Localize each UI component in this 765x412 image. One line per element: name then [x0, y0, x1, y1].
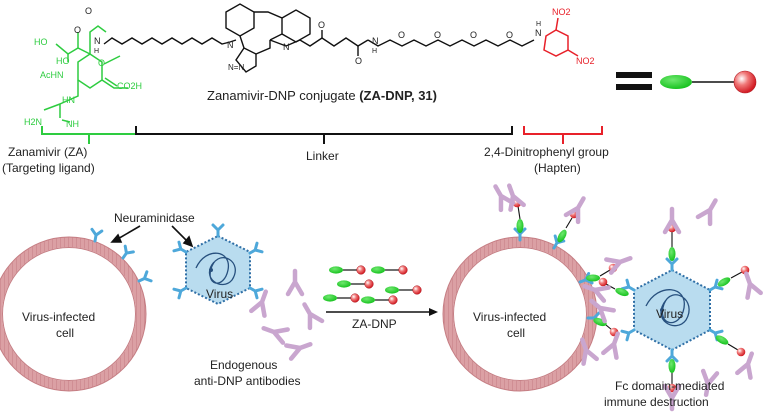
process-arrow [326, 308, 438, 316]
cell-right-label1: Virus-infected [473, 310, 546, 324]
atom-o-amide1: O [318, 20, 325, 30]
virus-left [172, 223, 264, 306]
atom-nh-mid: N [372, 36, 379, 46]
virus-right-label: Virus [656, 307, 683, 321]
molecule-title: Zanamivir-DNP conjugate (ZA-DNP, 31) [207, 88, 437, 103]
atom-triazole-label: N=N [228, 63, 244, 72]
dnp-sublabel: (Hapten) [534, 161, 581, 175]
atom-h2n: H2N [24, 117, 42, 127]
atom-nh-mid-h: H [372, 48, 377, 55]
atom-nh-left-h: H [94, 48, 99, 55]
equals-sign [616, 72, 652, 90]
dnp-structure [543, 17, 579, 57]
atom-ring-oxygen: O [98, 58, 105, 68]
dnp-bracket [523, 126, 603, 144]
cell-right-label2: cell [507, 326, 525, 340]
atom-nh-right-h: H [536, 21, 541, 28]
atom-ring-o: O [74, 25, 81, 35]
fc-label1: Fc domain-mediated [615, 379, 724, 393]
linker-label: Linker [306, 149, 339, 163]
virus-left-label: Virus [206, 287, 233, 301]
atom-no2-top: NO2 [552, 7, 571, 17]
zanamivir-structure [43, 25, 128, 123]
atom-co2h: CO2H [117, 81, 142, 91]
dnp-atoms: NO2 NO2 [552, 7, 595, 66]
atom-o-ether4: O [506, 30, 513, 40]
atom-acnh: AcHN [40, 70, 64, 80]
cell-left-label1: Virus-infected [22, 310, 95, 324]
atom-nh-right: N [535, 28, 542, 38]
arrow-label: ZA-DNP [352, 317, 397, 331]
conjugate-pool [322, 265, 422, 305]
atom-n-amide: N [283, 42, 290, 52]
atom-ho2: HO [56, 56, 70, 66]
atom-ho1: HO [34, 37, 48, 47]
linker-atoms: N N=N N O O N H O O O O N H [227, 20, 542, 72]
infected-cell-left [0, 236, 147, 392]
cell-left-label2: cell [56, 326, 74, 340]
atom-carbonyl-o: O [85, 6, 92, 16]
antibodies-label1: Endogenous [210, 358, 277, 372]
atom-n-triazole: N [227, 40, 234, 50]
free-antibodies [251, 271, 322, 359]
atom-o-amide2: O [355, 56, 362, 66]
atom-nh-left: N [94, 36, 101, 46]
linker-structure [103, 3, 535, 73]
za-label: Zanamivir (ZA) [8, 145, 87, 159]
za-bracket [41, 126, 137, 144]
dnp-label: 2,4-Dinitrophenyl group [484, 145, 609, 159]
antibodies-label2: anti-DNP antibodies [194, 374, 301, 388]
zanamivir-atoms: HO HO O O N H AcHN O CO2H HN H2N NH [24, 6, 142, 129]
atom-o-ether3: O [470, 30, 477, 40]
atom-nh-guan: NH [66, 119, 79, 129]
atom-o-ether2: O [434, 30, 441, 40]
atom-no2-bottom: NO2 [576, 56, 595, 66]
za-sublabel: (Targeting ligand) [2, 161, 95, 175]
neuraminidase-arrows [110, 225, 194, 248]
neuraminidase-label: Neuraminidase [114, 211, 195, 225]
linker-bracket [135, 126, 513, 144]
atom-hn: HN [62, 95, 75, 105]
virus-bound-complexes [582, 209, 760, 409]
atom-o-ether1: O [398, 30, 405, 40]
conjugate-legend-icon [660, 70, 757, 94]
fc-label2: immune destruction [604, 395, 709, 409]
